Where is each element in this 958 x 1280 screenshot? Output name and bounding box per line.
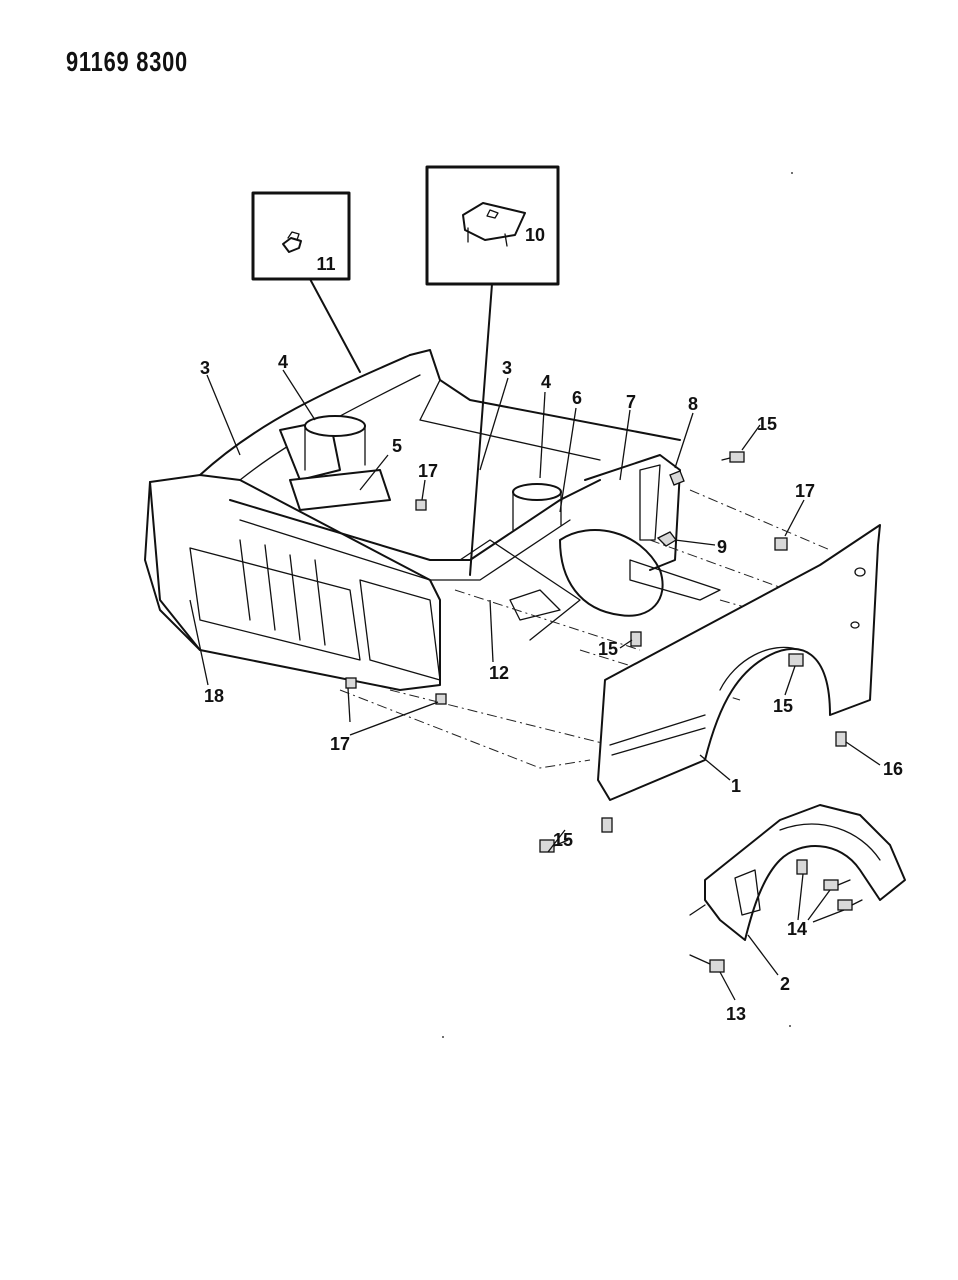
front-body-structure xyxy=(144,349,721,691)
callout-17-top: 17 xyxy=(418,461,438,481)
screw-15-wheel xyxy=(788,653,804,667)
screw-14a xyxy=(796,859,808,875)
callout-7: 7 xyxy=(626,392,636,412)
inset-box-part-11 xyxy=(251,191,361,373)
callout-15-bottom: 15 xyxy=(553,830,573,850)
callout-15-mid: 15 xyxy=(598,639,618,659)
callout-labels: 1 2 3 3 4 4 5 6 7 8 9 10 11 12 13 14 15 … xyxy=(200,225,903,1024)
bracket-9 xyxy=(656,531,677,547)
callout-15-top: 15 xyxy=(757,414,777,434)
callout-8: 8 xyxy=(688,394,698,414)
callout-12: 12 xyxy=(489,663,509,683)
fender-part-1 xyxy=(597,524,881,801)
bolt-13 xyxy=(689,954,725,973)
screw-15-top xyxy=(721,451,745,463)
callout-17-right: 17 xyxy=(795,481,815,501)
callout-3-left: 3 xyxy=(200,358,210,378)
callout-14: 14 xyxy=(787,919,807,939)
fasteners xyxy=(345,451,863,973)
callout-16: 16 xyxy=(883,759,903,779)
callout-11: 11 xyxy=(316,254,335,274)
inset-box-part-10 xyxy=(425,165,560,576)
callout-4-left: 4 xyxy=(278,352,288,372)
nut-17-right xyxy=(774,537,788,551)
wheelhouse-liner-part-2 xyxy=(689,804,906,941)
callout-13: 13 xyxy=(726,1004,746,1024)
callout-3-center: 3 xyxy=(502,358,512,378)
screw-16 xyxy=(835,731,847,747)
callout-5: 5 xyxy=(392,436,402,456)
nut-17-left xyxy=(345,677,357,689)
leader-lines xyxy=(189,369,881,1001)
callout-2: 2 xyxy=(780,974,790,994)
callout-1: 1 xyxy=(731,776,741,796)
callout-6: 6 xyxy=(572,388,582,408)
callout-17-bottom: 17 xyxy=(330,734,350,754)
callout-15-wheel: 15 xyxy=(773,696,793,716)
callout-10: 10 xyxy=(525,225,545,245)
nut-17-mid xyxy=(435,693,447,705)
screw-15-bottom xyxy=(601,817,613,833)
screw-15-mid xyxy=(630,631,642,647)
bracket-8 xyxy=(669,470,685,486)
document-number: 91169 8300 xyxy=(66,46,188,77)
scan-specks xyxy=(442,172,793,1038)
callout-9: 9 xyxy=(717,537,727,557)
screw-14b xyxy=(823,879,851,891)
screw-14c xyxy=(837,899,863,911)
callout-4-right: 4 xyxy=(541,372,551,392)
nut-17-top xyxy=(415,499,427,511)
callout-18: 18 xyxy=(204,686,224,706)
